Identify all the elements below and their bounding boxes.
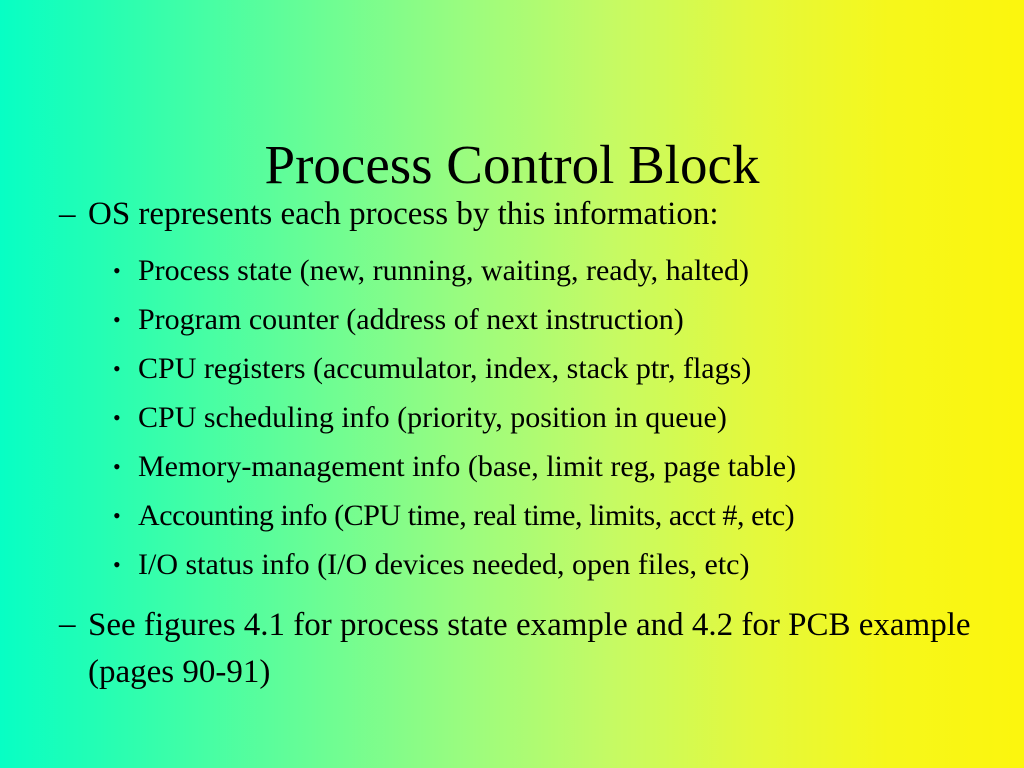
bullet-text: OS represents each process by this infor… bbox=[88, 196, 719, 232]
dot-marker-icon: • bbox=[113, 307, 121, 332]
dot-marker-icon: • bbox=[113, 503, 121, 528]
bullet-text: CPU scheduling info (priority, position … bbox=[138, 401, 727, 434]
bullet-text: Memory-management info (base, limit reg,… bbox=[138, 450, 797, 483]
dot-marker-icon: • bbox=[113, 258, 121, 283]
dot-marker-icon: • bbox=[113, 405, 121, 430]
page-title: Process Control Block bbox=[264, 133, 760, 195]
bullet-level2-accounting-info: • Accounting info (CPU time, real time, … bbox=[0, 491, 1024, 540]
bullet-level2-process-state: • Process state (new, running, waiting, … bbox=[0, 246, 1024, 295]
bullet-level2-memory-management-info: • Memory-management info (base, limit re… bbox=[0, 442, 1024, 491]
bullet-level2-program-counter: • Program counter (address of next instr… bbox=[0, 295, 1024, 344]
bullet-text: Accounting info (CPU time, real time, li… bbox=[138, 499, 795, 532]
bullet-text: CPU registers (accumulator, index, stack… bbox=[138, 352, 752, 385]
bullet-level1-intro: – OS represents each process by this inf… bbox=[0, 192, 1024, 236]
bullet-text: Program counter (address of next instruc… bbox=[138, 303, 684, 336]
bullet-level2-cpu-registers: • CPU registers (accumulator, index, sta… bbox=[0, 344, 1024, 393]
bullet-text: I/O status info (I/O devices needed, ope… bbox=[138, 548, 750, 581]
bullet-text: Process state (new, running, waiting, re… bbox=[138, 254, 749, 287]
dot-marker-icon: • bbox=[113, 552, 121, 577]
bullet-level2-io-status-info: • I/O status info (I/O devices needed, o… bbox=[0, 540, 1024, 589]
slide-title-area: Process Control Block bbox=[0, 97, 1024, 233]
bullet-level1-see-figures: – See figures 4.1 for process state exam… bbox=[0, 602, 1024, 696]
dash-marker-icon: – bbox=[59, 606, 76, 642]
dash-marker-icon: – bbox=[59, 196, 76, 232]
dot-marker-icon: • bbox=[113, 454, 121, 479]
dot-marker-icon: • bbox=[113, 356, 121, 381]
bullet-text: See figures 4.1 for process state exampl… bbox=[88, 607, 971, 690]
bullet-level2-cpu-scheduling-info: • CPU scheduling info (priority, positio… bbox=[0, 393, 1024, 442]
slide-body: – OS represents each process by this inf… bbox=[0, 192, 1024, 696]
